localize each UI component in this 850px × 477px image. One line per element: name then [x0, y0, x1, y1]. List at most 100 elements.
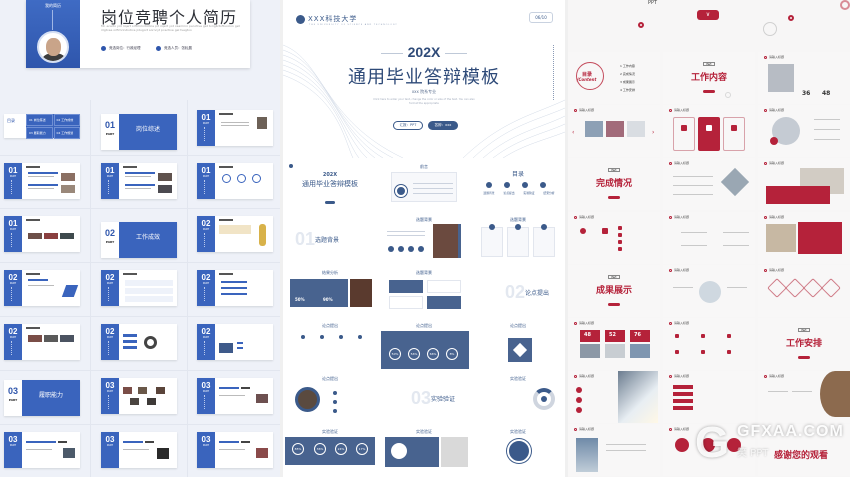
content-slide[interactable]: 请输入标题	[568, 212, 660, 264]
vertical-caption	[204, 341, 208, 355]
content-slide[interactable]: 请输入标题	[758, 158, 850, 210]
mini-cover-slide[interactable]: 202X 通用毕业答辩模板	[285, 160, 375, 210]
part-label: PART	[105, 240, 115, 244]
content-slide[interactable]: 01 PART	[4, 216, 80, 252]
section-slide-01[interactable]: 01 PART 岗位综述	[101, 114, 177, 150]
content-slide[interactable]: 02 PART	[197, 270, 273, 306]
content-slide[interactable]: 请输入标题	[568, 371, 660, 423]
slide-number: 01	[8, 166, 18, 175]
decor-ring	[840, 0, 850, 10]
content-slide[interactable]: 02 PART	[4, 270, 80, 306]
text-line	[723, 245, 749, 246]
section-pill	[798, 356, 810, 359]
section-slide-plan[interactable]: Part 工作安排	[758, 318, 850, 370]
resume-cover-slide[interactable]: 我的简历 岗位竞聘个人简历 Mr. ecarto yot riqert orft…	[26, 0, 250, 68]
analysis-slide[interactable]: 结果分析 50% 90%	[285, 266, 375, 316]
photo	[63, 448, 75, 458]
content-slide[interactable]: 请输入标题	[758, 105, 850, 157]
prev-arrow-icon[interactable]: ‹	[572, 129, 575, 136]
chevron-down-button[interactable]: ∨	[697, 10, 719, 20]
stats-slide[interactable]: 请输入标题 36 48	[758, 52, 850, 104]
thank-you-slide[interactable]	[758, 424, 850, 476]
donut-slide[interactable]: 实验验证	[473, 372, 563, 422]
text-line	[673, 176, 713, 177]
content-slide[interactable]: 02 PART	[101, 270, 177, 306]
content-slide[interactable]: 02 PART	[101, 324, 177, 360]
section-slide-02[interactable]: 02 论点提出	[473, 266, 563, 316]
section-slide-03[interactable]: 03 PART 履职能力	[4, 380, 80, 416]
trophy-figure	[259, 224, 266, 246]
preface-slide[interactable]: 前言	[379, 160, 469, 210]
content-slide[interactable]: 请输入标题	[568, 424, 660, 476]
section-slide-work-content[interactable]: Part 工作内容	[663, 52, 755, 104]
slide-heading	[26, 273, 40, 275]
text-line	[723, 232, 749, 233]
section-slide-01[interactable]: 01 选题背景	[285, 213, 375, 263]
toc-icon	[540, 182, 546, 188]
content-slide[interactable]: 请输入标题	[663, 318, 755, 370]
feature-card	[723, 117, 745, 151]
bullet-icon	[701, 334, 705, 338]
text-line	[28, 172, 58, 174]
header-label: PPT	[648, 0, 658, 6]
content-slide[interactable]: 请输入标题	[663, 158, 755, 210]
section-slide-02[interactable]: 02 PART 工作成效	[101, 222, 177, 258]
section-number: 02	[104, 228, 115, 238]
section-title: 论点提出	[525, 290, 550, 297]
part-tag: Part	[608, 168, 620, 172]
content-slide[interactable]: 论点提出	[473, 319, 563, 369]
content-slide[interactable]: 03 PART	[197, 378, 273, 414]
hexagon-slide[interactable]: 请输入标题	[758, 265, 850, 317]
content-slide[interactable]: 实验验证	[473, 425, 563, 475]
content-slide[interactable]: 请输入标题	[663, 212, 755, 264]
stats-slide[interactable]: 请输入标题 48 52 76	[568, 318, 660, 370]
section-slide-completion[interactable]: Part 完成情况	[568, 158, 660, 210]
stats-slide[interactable]: 实验验证 85% 36% 24% 17%	[285, 425, 375, 475]
vertical-caption	[11, 233, 15, 247]
content-slide[interactable]: 选题背景	[379, 213, 469, 263]
stats-slide[interactable]: 论点提出 50% 56% 66% 8%	[379, 319, 469, 369]
content-slide[interactable]: 论点提出	[285, 319, 375, 369]
defender-pill[interactable]: 答辩：xxx	[428, 121, 458, 130]
photo	[44, 335, 58, 342]
content-slide[interactable]: 请输入标题	[663, 424, 755, 476]
content-slide[interactable]: 01 PART	[4, 163, 80, 199]
presenter-pill[interactable]: 汇报：PPT	[393, 121, 423, 130]
content-slide[interactable]: 01 PART	[197, 163, 273, 199]
toc-item: 03 履职能力	[26, 127, 53, 139]
content-slide[interactable]: 请输入标题	[663, 371, 755, 423]
defense-cover-slide[interactable]: XXX科技大学 THE UNIVERSITY OF SCIENCE AND TE…	[283, 0, 565, 158]
content-slide[interactable]: 02 PART	[197, 324, 273, 360]
next-arrow-icon[interactable]: ›	[652, 129, 655, 136]
content-slide[interactable]: 请输入标题	[758, 371, 850, 423]
toc-slide[interactable]: 目录 选题背景论点提出实验验证结果分析	[473, 160, 563, 210]
content-slide[interactable]: 01 PART	[101, 163, 177, 199]
content-slide[interactable]: 实验验证	[379, 425, 469, 475]
section-slide-03[interactable]: 03 实验验证	[379, 372, 469, 422]
section-slide-results[interactable]: Part 成果展示	[568, 265, 660, 317]
content-slide[interactable]: 选题背景	[473, 213, 563, 263]
stats-panel	[290, 279, 348, 307]
content-slide[interactable]: 请输入标题	[663, 265, 755, 317]
content-slide[interactable]: 03 PART	[101, 432, 177, 468]
list-icon	[618, 233, 622, 237]
content-slide[interactable]: 03 PART	[101, 378, 177, 414]
content-slide[interactable]: 02 PART	[4, 324, 80, 360]
content-slide[interactable]: 03 PART	[197, 432, 273, 468]
content-slide[interactable]: 03 PART	[4, 432, 80, 468]
content-slide[interactable]: 01 PART	[197, 110, 273, 146]
content-slide[interactable]: 选题背景	[379, 266, 469, 316]
content-slide[interactable]: 02 PART	[197, 216, 273, 252]
slide-heading	[123, 273, 137, 275]
content-slide[interactable]: 请输入标题	[758, 212, 850, 264]
content-slide[interactable]: 论点提出	[285, 372, 375, 422]
book-icon	[507, 439, 531, 463]
slide-heading: 论点提出	[510, 323, 526, 328]
text-line	[28, 188, 54, 189]
cards-slide[interactable]: 请输入标题	[663, 105, 755, 157]
toc-slide[interactable]: 目录 01 岗位陈述 02 工作成效 03 履职能力 04 工作规划	[4, 114, 80, 139]
section-pill	[703, 90, 715, 93]
part-label: PART	[9, 282, 17, 285]
gallery-slide[interactable]: 请输入标题 ‹ ›	[568, 105, 660, 157]
